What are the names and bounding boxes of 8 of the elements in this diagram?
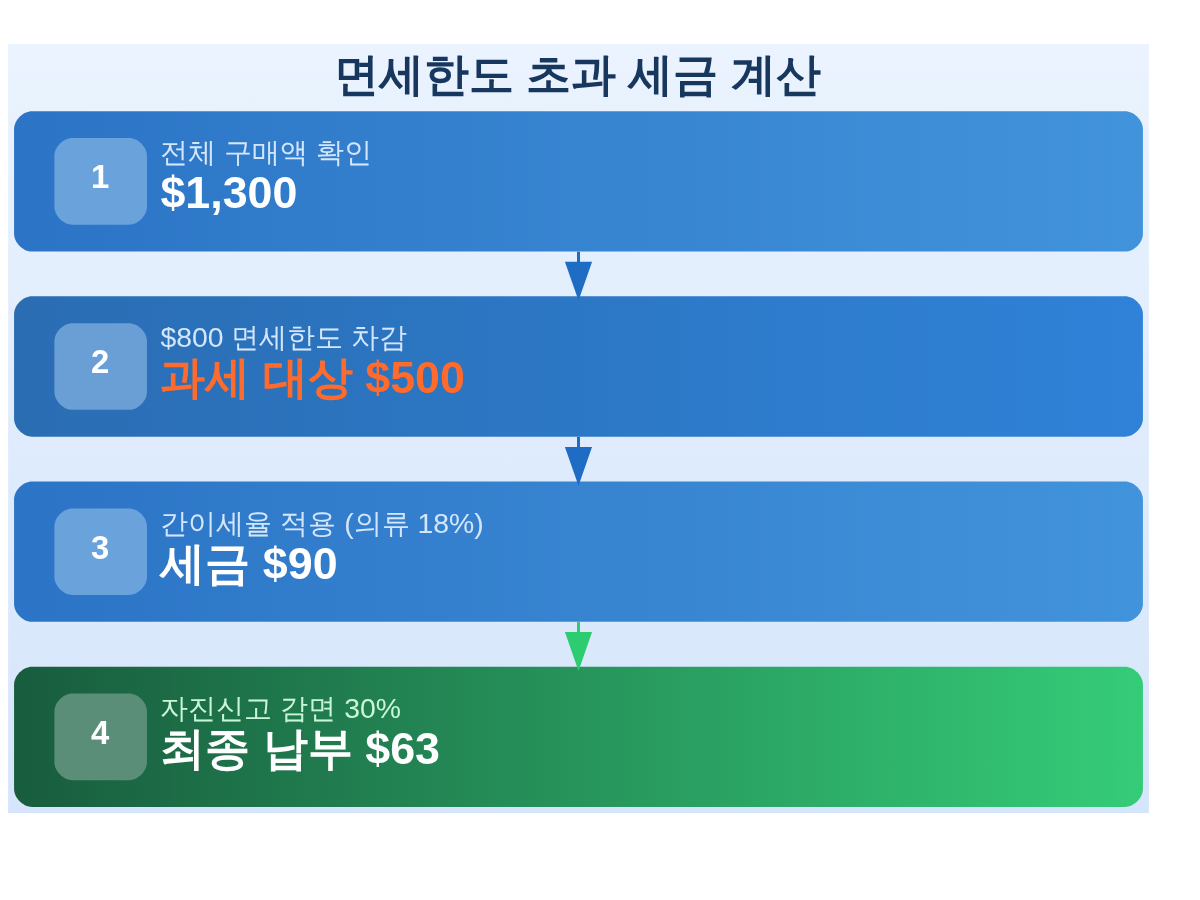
node-box: 3 간이세율 적용 (의류 18%) 세금 $90 <box>14 481 1143 622</box>
arrow <box>564 622 593 671</box>
node-box: 4 자진신고 감면 30% 최종 납부 $63 <box>14 666 1143 807</box>
arrow <box>564 251 593 301</box>
node-box: 2 $800 면세한도 차감 과세 대상 $500 <box>14 296 1143 437</box>
node-box: 1 전체 구매액 확인 $1,300 <box>14 111 1143 252</box>
diagram-title: 면세한도 초과 세금 계산 <box>333 49 821 100</box>
arrow <box>564 436 593 486</box>
